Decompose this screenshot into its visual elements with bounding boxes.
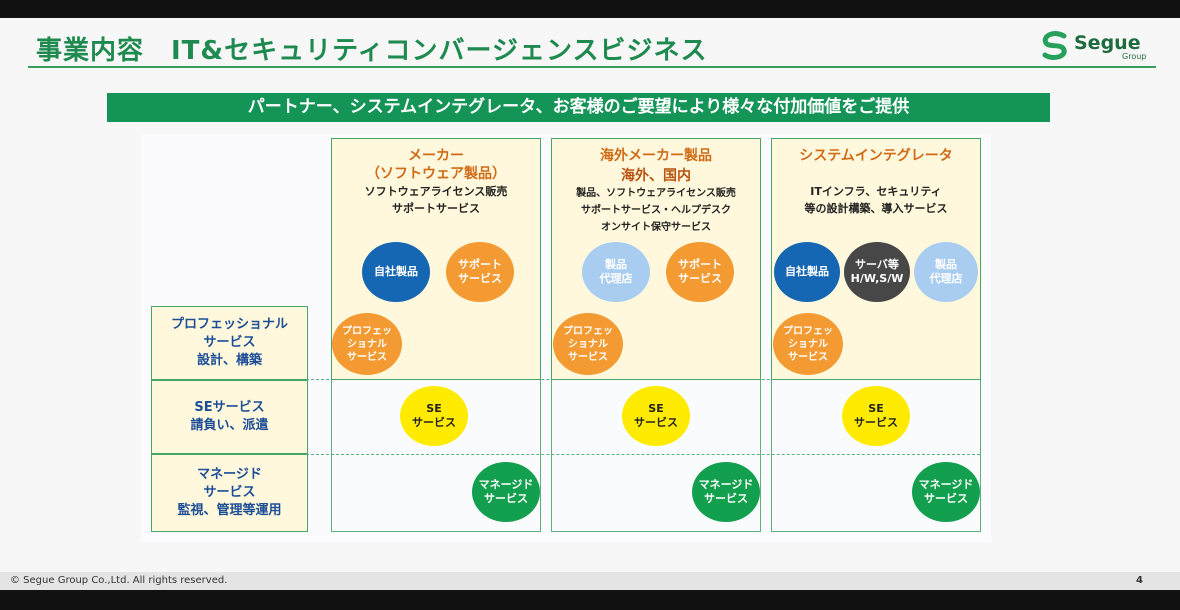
vendor-description: ソフトウェアライセンス販売サポートサービス bbox=[364, 185, 508, 215]
vendor-subtitle: 海外、国内 bbox=[621, 168, 691, 184]
logo-text: Segue bbox=[1074, 32, 1141, 54]
distributor-badge: 製品代理店 bbox=[914, 242, 978, 302]
vendor-subtitle: （ソフトウェア製品） bbox=[366, 166, 506, 182]
segue-logo-icon bbox=[1042, 31, 1067, 60]
logo-subtext: Group bbox=[1122, 52, 1147, 61]
vendor-title: 海外メーカー製品 bbox=[600, 148, 712, 164]
vendor-description: ITインフラ、セキュリティ等の設計構築、導入サービス bbox=[804, 185, 948, 215]
professional-service-badge: プロフェッショナルサービス bbox=[332, 313, 402, 375]
vendor-description: 製品、ソフトウェアライセンス販売サポートサービス・ヘルプデスクオンサイト保守サー… bbox=[576, 188, 736, 233]
title-divider bbox=[28, 66, 1156, 68]
row-label-managed: マネージドサービス監視、管理等運用 bbox=[151, 454, 308, 532]
row-label-se: SEサービス請負い、派遣 bbox=[151, 380, 308, 454]
own-product-badge: 自社製品 bbox=[774, 242, 840, 302]
slide: 事業内容 IT&セキュリティコンバージェンスビジネス Segue Group パ… bbox=[0, 18, 1180, 590]
managed-service-badge: マネージドサービス bbox=[692, 462, 760, 522]
support-service-badge: サポートサービス bbox=[666, 242, 734, 302]
page-title: 事業内容 IT&セキュリティコンバージェンスビジネス bbox=[36, 36, 708, 66]
vendor-title: メーカー bbox=[408, 148, 464, 164]
segue-logo: Segue Group bbox=[1040, 28, 1150, 62]
footer: © Segue Group Co.,Ltd. All rights reserv… bbox=[0, 572, 1180, 590]
managed-service-badge: マネージドサービス bbox=[472, 462, 540, 522]
professional-service-badge: プロフェッショナルサービス bbox=[773, 313, 843, 375]
managed-service-badge: マネージドサービス bbox=[912, 462, 980, 522]
support-service-badge: サポートサービス bbox=[446, 242, 514, 302]
vendor-card-maker: メーカー （ソフトウェア製品） ソフトウェアライセンス販売サポートサービス 自社… bbox=[331, 138, 541, 380]
professional-service-badge: プロフェッショナルサービス bbox=[553, 313, 623, 375]
own-product-badge: 自社製品 bbox=[362, 242, 430, 302]
page-number: 4 bbox=[1136, 575, 1143, 586]
banner: パートナー、システムインテグレータ、お客様のご要望により様々な付加価値をご提供 bbox=[107, 93, 1050, 122]
row-divider bbox=[306, 454, 980, 455]
copyright: © Segue Group Co.,Ltd. All rights reserv… bbox=[10, 575, 228, 586]
vendor-title: システムインテグレータ bbox=[799, 148, 953, 164]
distributor-badge: 製品代理店 bbox=[582, 242, 650, 302]
row-label-professional: プロフェッショナルサービス設計、構築 bbox=[151, 306, 308, 380]
